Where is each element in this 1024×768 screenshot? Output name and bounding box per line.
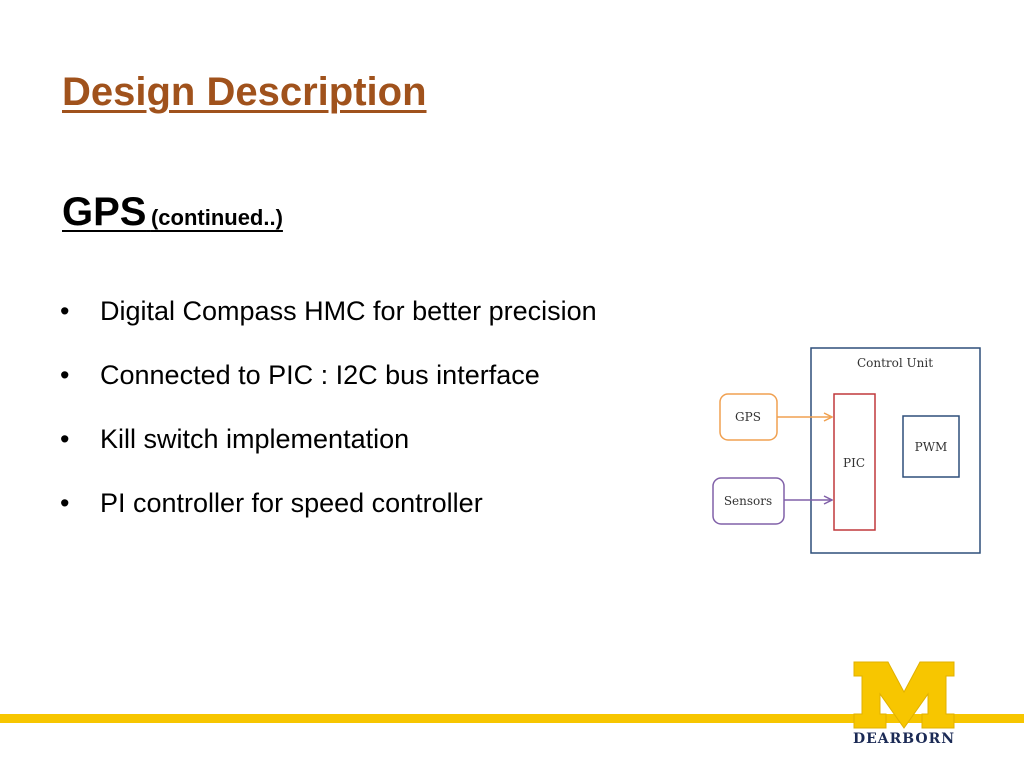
subtitle-paren: (continued..) <box>150 205 283 230</box>
bullet-text: Connected to PIC : I2C bus interface <box>100 360 540 390</box>
gps-label: GPS <box>735 410 761 424</box>
bullet-glyph: • <box>60 360 70 390</box>
sensors-box <box>712 477 785 525</box>
pwm-label: PWM <box>915 440 948 454</box>
bullet-text: Kill switch implementation <box>100 424 410 454</box>
bullet-glyph: • <box>60 424 70 454</box>
logo-wordmark: DEARBORN <box>852 731 956 747</box>
subtitle-main: GPS <box>62 190 147 234</box>
bullet-glyph: • <box>60 296 70 326</box>
bullet-item: • PI controller for speed controller <box>60 484 700 548</box>
university-logo-icon <box>853 661 955 729</box>
pic-label: PIC <box>843 456 865 470</box>
bullet-text: Digital Compass HMC for better precision <box>100 296 597 326</box>
bullet-text: PI controller for speed controller <box>100 488 483 518</box>
bullet-item: • Connected to PIC : I2C bus interface <box>60 356 700 420</box>
pic-box <box>833 393 876 531</box>
bullet-list: • Digital Compass HMC for better precisio… <box>60 292 700 548</box>
sensors-label: Sensors <box>724 494 772 508</box>
bullet-item: • Kill switch implementation <box>60 420 700 484</box>
slide-title: Design Description <box>62 70 427 114</box>
bullet-glyph: • <box>60 488 70 518</box>
bullet-item: • Digital Compass HMC for better precisio… <box>60 292 700 356</box>
footer-bar <box>0 714 1024 723</box>
slide-subtitle: GPS (continued..) <box>62 190 283 235</box>
pwm-box <box>902 415 960 478</box>
control-unit-label: Control Unit <box>857 356 933 370</box>
